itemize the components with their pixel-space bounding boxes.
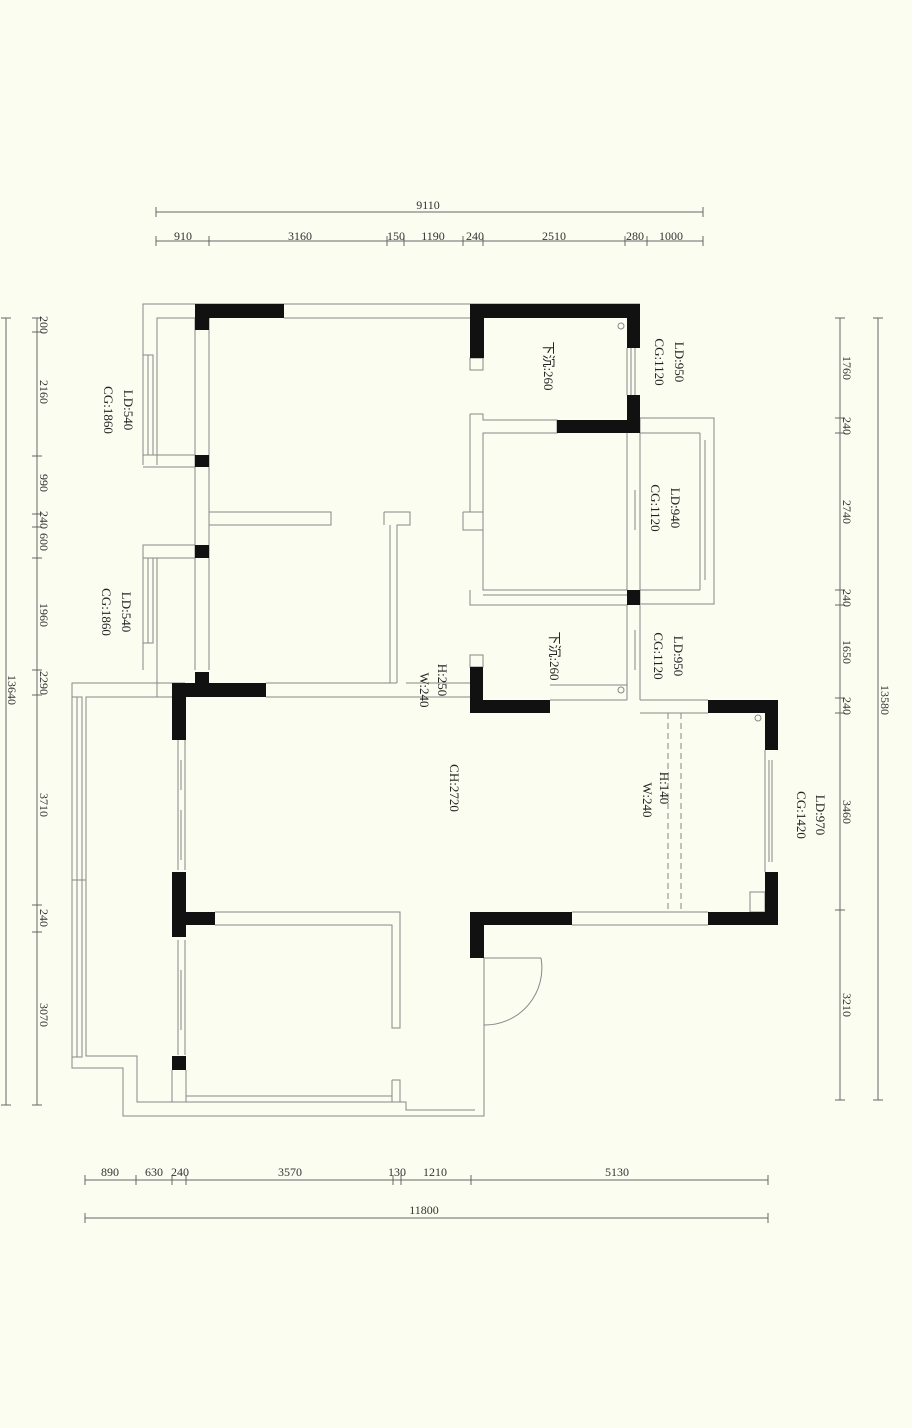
right-seg-5: 240 [840, 697, 854, 715]
bottom-seg-5: 1210 [423, 1165, 447, 1179]
opening-height: H:250 [435, 664, 450, 697]
right-seg-2: 2740 [840, 500, 854, 524]
top-seg-5: 2510 [542, 229, 566, 243]
top-right-cg: CG:1120 [652, 338, 667, 385]
bottom-dimension-group: 890 630 240 3570 130 1210 5130 11800 [84, 1165, 769, 1223]
balcony-outer-outline [71, 682, 485, 1117]
bedroom-partition [215, 911, 401, 1029]
beam-width: W:240 [640, 783, 655, 818]
bottom-seg-0: 890 [101, 1165, 119, 1179]
left-seg-9: 3070 [37, 1003, 51, 1027]
bottom-seg-4: 130 [388, 1165, 406, 1179]
left-seg-4: 600 [37, 533, 51, 551]
top-seg-6: 280 [626, 229, 644, 243]
left-seg-5: 1960 [37, 603, 51, 627]
top-outer-outline [142, 303, 640, 465]
top-dimension-group: 9110 910 3160 150 1190 240 2510 280 1000 [155, 198, 704, 246]
mid-right-cg: CG:1120 [648, 484, 663, 531]
structural-walls [172, 304, 778, 1070]
lower-right-drop: 下沉:260 [547, 631, 562, 680]
top-right-ld: LD:950 [672, 342, 687, 382]
living-cg: CG:1420 [794, 791, 809, 839]
right-seg-4: 1650 [840, 640, 854, 664]
bottom-seg-2: 240 [171, 1165, 189, 1179]
room-labels: LD:540 CG:1860 LD:540 CG:1860 下沉:260 LD:… [99, 338, 828, 838]
left-seg-ticks [32, 317, 42, 1106]
left-seg-7: 3710 [37, 793, 51, 817]
beam-height: H:140 [657, 772, 672, 805]
floor-drain-icon [617, 686, 625, 694]
left-seg-3: 240 [37, 511, 51, 529]
bottom-seg-6: 5130 [605, 1165, 629, 1179]
top-seg-3: 1190 [421, 229, 445, 243]
left-dimension-group: 13640 200 2160 990 240 600 1960 2290 371… [1, 316, 51, 1106]
right-seg-7: 3210 [840, 993, 854, 1017]
left-window-1-ld: LD:540 [121, 390, 136, 430]
left-seg-0: 200 [37, 316, 51, 334]
top-right-drop: 下沉:260 [541, 341, 556, 390]
bottom-total-dim: 11800 [409, 1203, 439, 1217]
top-seg-0: 910 [174, 229, 192, 243]
top-seg-4: 240 [466, 229, 484, 243]
top-seg-7: 1000 [659, 229, 683, 243]
top-seg-1: 3160 [288, 229, 312, 243]
bottom-seg-1: 630 [145, 1165, 163, 1179]
left-seg-1: 2160 [37, 380, 51, 404]
right-seg-ticks [835, 317, 845, 1101]
left-seg-8: 240 [37, 909, 51, 927]
opening-width: W:240 [417, 673, 432, 708]
lower-right-cg: CG:1120 [651, 632, 666, 679]
bottom-seg-ticks [84, 1175, 769, 1185]
top-seg-ticks [155, 236, 704, 246]
left-seg-6: 2290 [37, 671, 51, 695]
top-seg-2: 150 [387, 229, 405, 243]
ceiling-height: CH:2720 [447, 764, 462, 812]
floor-drain-icon [617, 322, 625, 330]
left-window-1-cg: CG:1860 [101, 386, 116, 434]
right-dimension-group: 1760 240 2740 240 1650 240 3460 3210 135… [835, 317, 892, 1101]
top-total-dim: 9110 [416, 198, 440, 212]
left-seg-2: 990 [37, 474, 51, 492]
left-window-2-ld: LD:540 [119, 592, 134, 632]
right-seg-3: 240 [840, 589, 854, 607]
floor-drain-icon [754, 714, 762, 722]
right-seg-1: 240 [840, 417, 854, 435]
left-total-dim: 13640 [5, 675, 19, 705]
lower-right-ld: LD:950 [671, 636, 686, 676]
mid-right-ld: LD:940 [668, 488, 683, 528]
right-seg-6: 3460 [840, 800, 854, 824]
left-window-2-cg: CG:1860 [99, 588, 114, 636]
bottom-seg-3: 3570 [278, 1165, 302, 1179]
right-total-dim: 13580 [878, 685, 892, 715]
entry-door-arc [483, 957, 543, 1026]
living-ld: LD:970 [813, 795, 828, 835]
right-seg-0: 1760 [840, 356, 854, 380]
